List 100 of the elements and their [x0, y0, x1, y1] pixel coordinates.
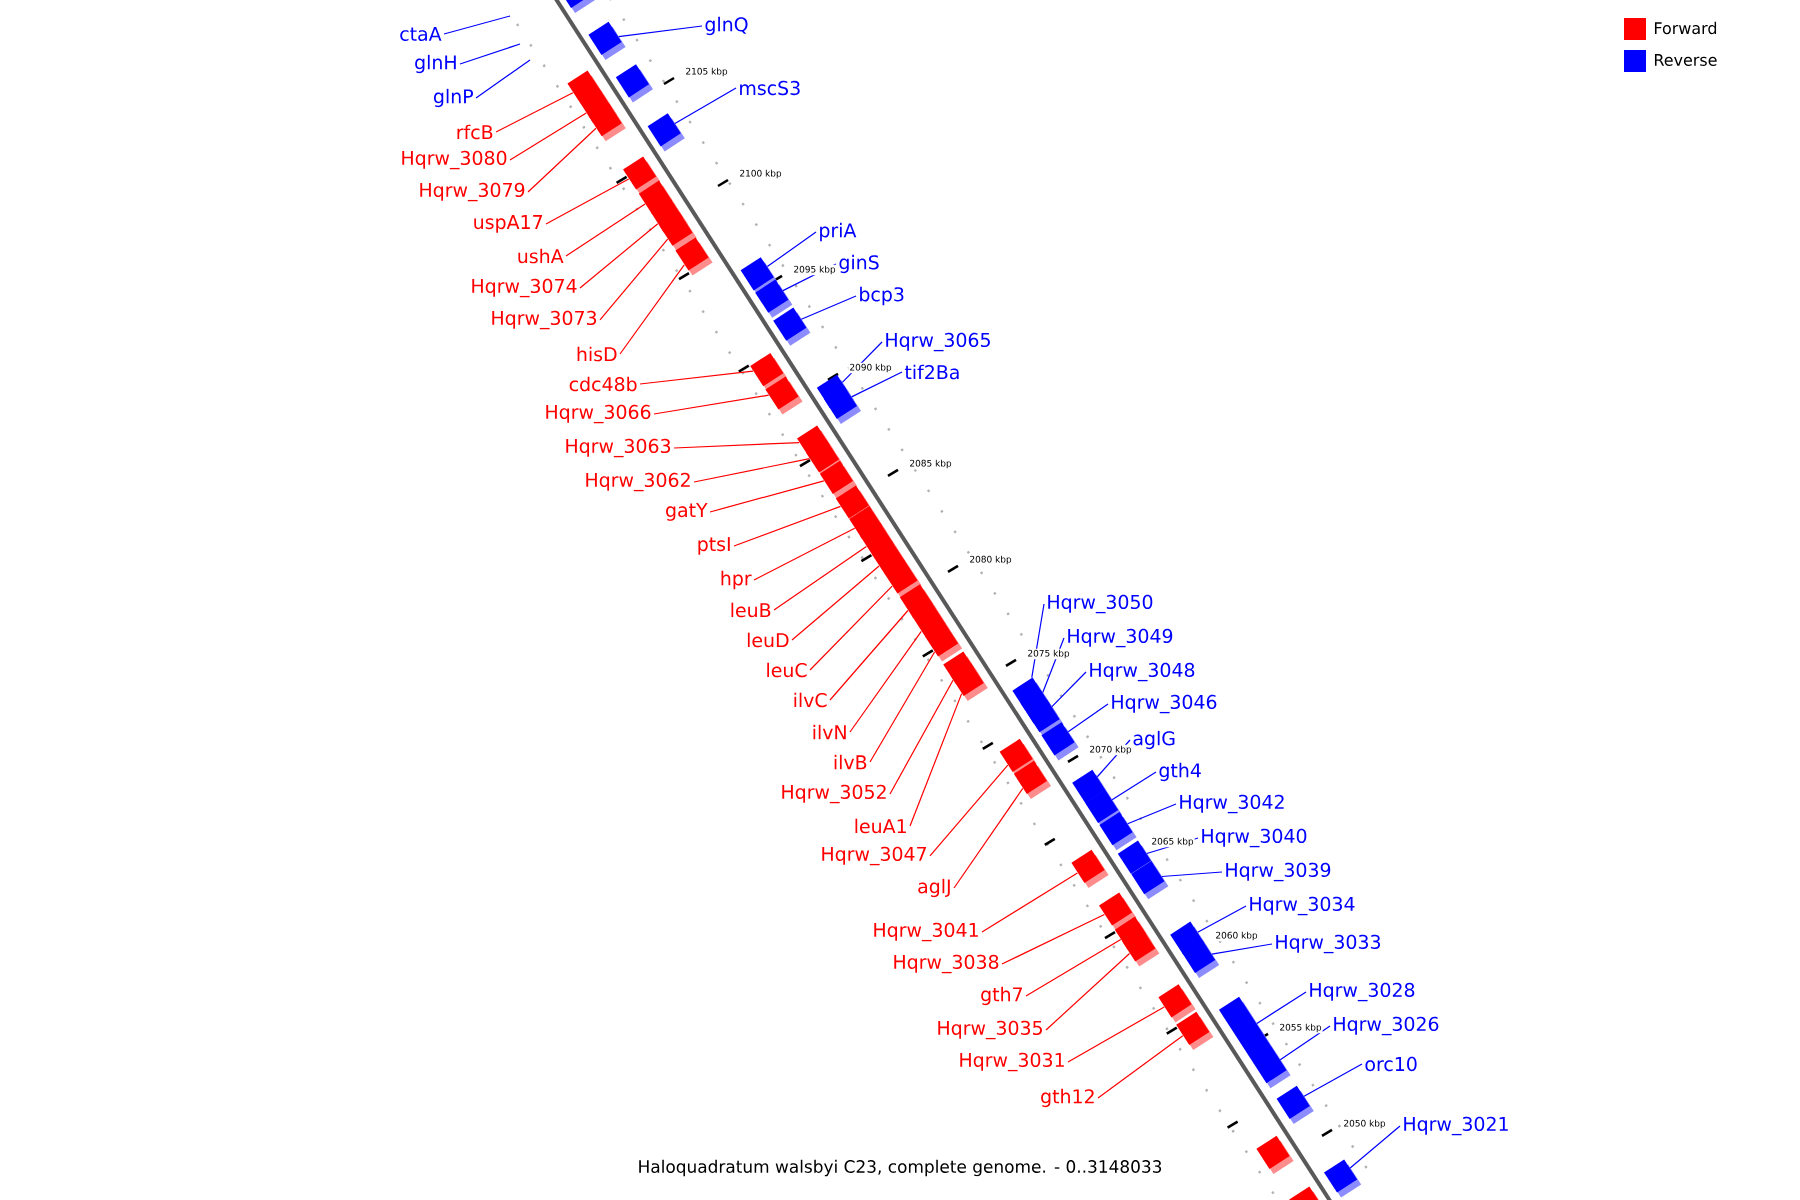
gene-label: tif2Ba — [904, 364, 959, 380]
leader-line — [1025, 938, 1122, 997]
gene-label: leuA1 — [855, 818, 906, 834]
leader-line — [1067, 703, 1109, 733]
gene-block — [1276, 1085, 1314, 1124]
leader-line — [1001, 913, 1105, 965]
gene-block — [1182, 939, 1220, 978]
caption: Haloquadratum walsbyi C23, complete genome. - 0..3148033 — [639, 1159, 1162, 1177]
gene-block — [773, 307, 811, 346]
leader-line — [1211, 943, 1273, 955]
leader-line — [782, 263, 837, 292]
gene-label: bcp3 — [860, 286, 904, 306]
leader-line — [509, 112, 587, 161]
gene-block — [1158, 984, 1196, 1023]
leader-line — [1349, 1125, 1401, 1169]
gene-label: glnH — [415, 54, 456, 74]
gene-label: glnQ — [705, 16, 748, 36]
gene-block — [755, 279, 793, 318]
gene-label: Hqrw_3048 — [1090, 662, 1195, 682]
leader-line — [673, 442, 800, 449]
gene-label: ilvB — [834, 754, 867, 770]
gene-label: gth7 — [981, 986, 1022, 1006]
gene-label: leuD — [747, 632, 789, 648]
leader-line — [1111, 771, 1157, 801]
leader-line — [1067, 1006, 1165, 1063]
leader-line — [1051, 671, 1087, 708]
leader-line — [1096, 739, 1131, 778]
leader-line — [766, 231, 817, 268]
gene-label: Hqrw_3040 — [1202, 828, 1307, 848]
gene-label: Hqrw_3041 — [874, 922, 978, 942]
leader-line — [800, 295, 857, 320]
gene-label: Hqrw_3026 — [1334, 1016, 1439, 1036]
leader-line — [579, 223, 659, 289]
gene-label: Hqrw_3031 — [960, 1052, 1064, 1072]
leader-line — [909, 693, 963, 827]
gene-label: ilvN — [813, 724, 846, 740]
leader-line — [693, 458, 811, 483]
leader-line — [1161, 871, 1223, 878]
leader-line — [475, 59, 531, 99]
leader-line — [1279, 1025, 1331, 1061]
gene-block — [1176, 1011, 1214, 1050]
gene-label: Hqrw_3065 — [886, 332, 990, 352]
gene-block — [765, 376, 803, 415]
gene-label: ctaA — [400, 26, 442, 42]
leader-line — [565, 203, 646, 257]
gene-label: Hqrw_3035 — [938, 1020, 1042, 1040]
gene-block — [1122, 928, 1160, 967]
gene-label: Hqrw_3052 — [782, 784, 886, 804]
gene-block — [1324, 1159, 1362, 1198]
gene-label: priA — [820, 222, 857, 242]
leader-line — [733, 505, 842, 547]
gene-label: gth12 — [1041, 1088, 1094, 1108]
gene-label: Hqrw_3021 — [1404, 1116, 1508, 1136]
gene-label: ushA — [518, 248, 564, 264]
gene-label: Hqrw_3049 — [1068, 628, 1173, 648]
leader-line — [851, 371, 903, 398]
gene-label: gth4 — [1159, 762, 1201, 782]
gene-label: Hqrw_3028 — [1310, 982, 1415, 1002]
leader-line — [753, 527, 856, 581]
gene-label: Hqrw_3080 — [402, 150, 507, 170]
gene-block — [1041, 722, 1079, 761]
leader-line — [527, 127, 597, 193]
leader-line — [545, 178, 630, 225]
leader-line — [1045, 952, 1131, 1031]
leader-line — [773, 545, 867, 611]
leader-line — [791, 565, 880, 641]
gene-label: glnP — [433, 88, 473, 108]
leader-line — [981, 872, 1079, 933]
leader-line — [849, 630, 922, 733]
gene-label: aglJ — [918, 878, 950, 898]
gene-label: hpr — [721, 570, 752, 590]
gene-label: Hqrw_3033 — [1276, 934, 1381, 954]
gene-label: leuB — [731, 602, 771, 618]
leader-line — [459, 43, 521, 65]
gene-block — [675, 237, 713, 276]
leader-line — [1097, 1035, 1184, 1099]
gene-block — [615, 64, 653, 103]
gene-label: uspA17 — [474, 215, 542, 233]
gene-label: Hqrw_3066 — [546, 404, 651, 424]
gene-block — [1099, 812, 1137, 851]
gene-label: gatY — [666, 503, 708, 521]
gene-label: ilvC — [794, 692, 827, 708]
gene-block — [1071, 849, 1109, 888]
gene-label: Hqrw_3050 — [1048, 594, 1153, 614]
gene-label: Hqrw_3074 — [472, 278, 577, 298]
leader-line — [709, 480, 825, 513]
leader-line — [443, 15, 511, 35]
gene-label: hisD — [577, 346, 617, 362]
leader-line — [1303, 1063, 1363, 1097]
leader-line — [953, 787, 1024, 889]
gene-label: mscS3 — [740, 80, 800, 96]
leader-line — [929, 764, 1009, 857]
gene-label: Hqrw_3038 — [894, 954, 999, 974]
gene-label: cdc48b — [569, 376, 637, 392]
leader-line — [653, 394, 770, 415]
gene-label: Hqrw_3047 — [822, 846, 926, 866]
leader-line — [618, 25, 703, 38]
gene-label: Hqrw_3062 — [586, 472, 690, 492]
gene-label: Hqrw_3073 — [492, 310, 597, 330]
gene-block — [1253, 1050, 1291, 1089]
